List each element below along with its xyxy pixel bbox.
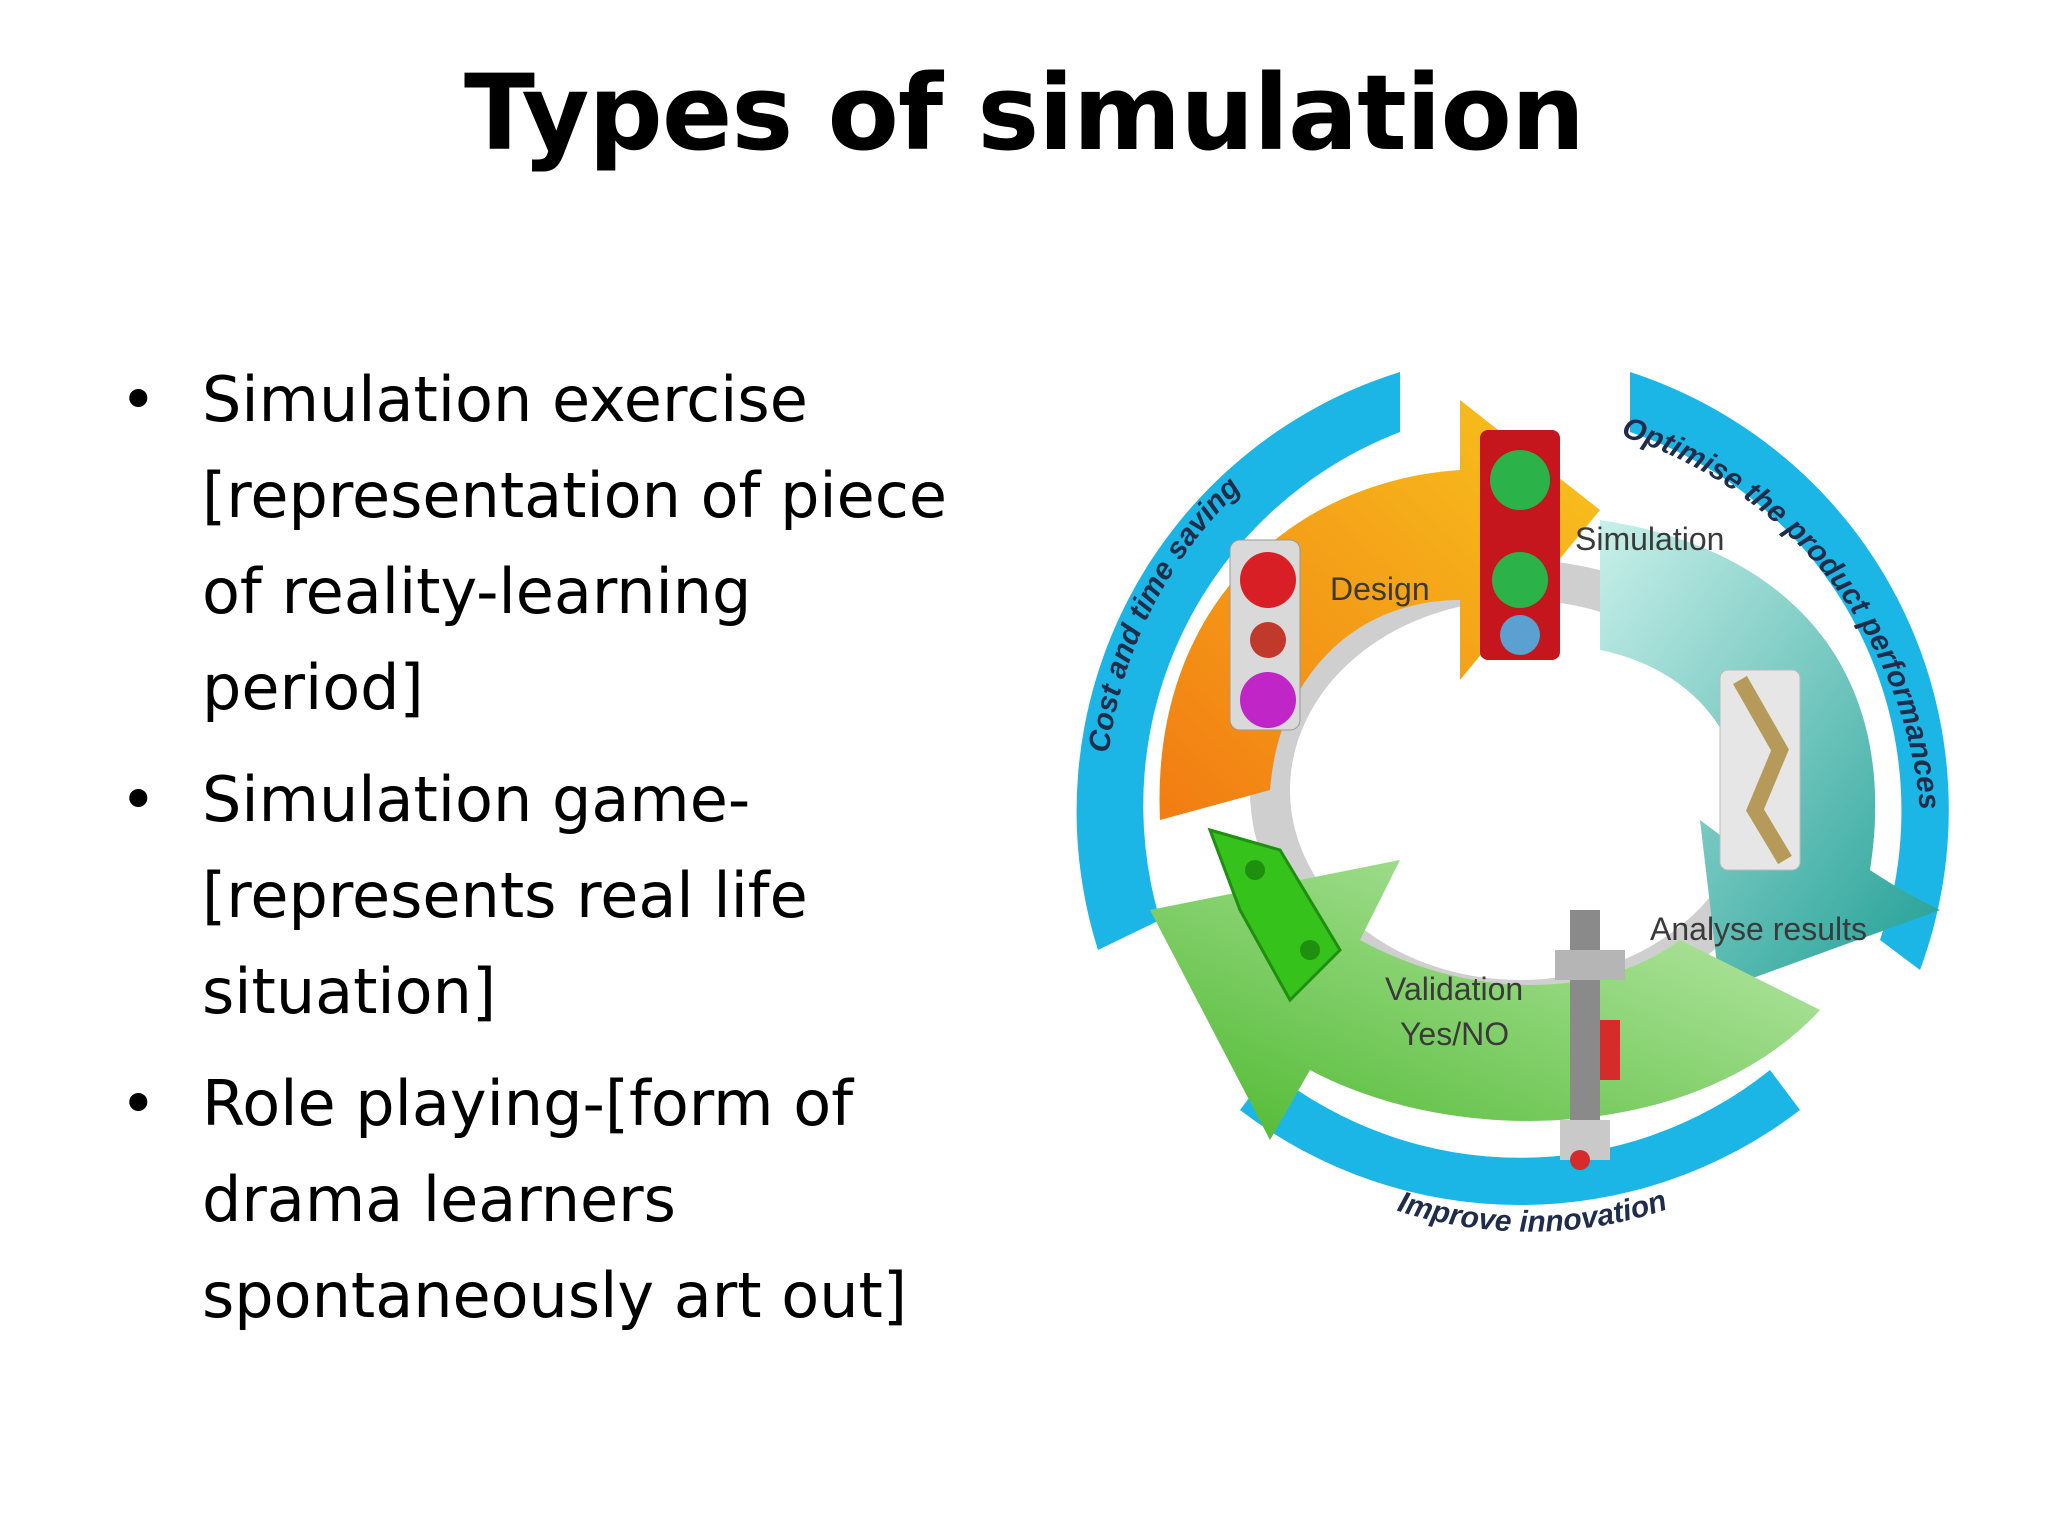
bullet-line: situation]: [202, 955, 497, 1028]
design-part-icon: [1229, 539, 1301, 731]
ring-segment-cost: [1076, 372, 1400, 950]
stage-label-simulation: Simulation: [1575, 521, 1724, 557]
stage-label-analyse: Analyse results: [1650, 911, 1867, 947]
bullet-line: [representation of piece: [202, 459, 948, 532]
bullet-list: • Simulation exercise [representation of…: [120, 352, 1020, 1360]
bullet-line: period]: [202, 651, 424, 724]
cycle-svg: Cost and time saving Optimise the produc…: [1076, 372, 1949, 1239]
simulation-cycle-diagram: Cost and time saving Optimise the produc…: [1040, 350, 2000, 1250]
bullet-item: • Role playing-[form of drama learners s…: [120, 1056, 1020, 1344]
bullet-dot: •: [120, 363, 157, 436]
stage-label-validation: Validation: [1385, 971, 1523, 1007]
bullet-dot: •: [120, 1067, 157, 1140]
stage-label-validation-result: Yes/NO: [1400, 1016, 1509, 1052]
stage-label-design: Design: [1330, 571, 1430, 607]
bullet-dot: •: [120, 763, 157, 836]
bullet-line: drama learners: [202, 1163, 676, 1236]
slide-title: Types of simulation: [463, 52, 1585, 174]
bullet-line: Simulation exercise: [202, 363, 808, 436]
ring-segment-innovation: [1240, 1070, 1800, 1206]
bullet-line: spontaneously art out]: [202, 1259, 908, 1332]
validation-assembly-icon: [1555, 910, 1625, 1170]
validation-part-icon: [1207, 827, 1342, 1003]
bullet-line: Simulation game-: [202, 763, 751, 836]
bullet-item: • Simulation exercise [representation of…: [120, 352, 1020, 736]
bullet-line: [represents real life: [202, 859, 808, 932]
bullet-line: of reality-learning: [202, 555, 752, 628]
bullet-line: Role playing-[form of: [202, 1067, 854, 1140]
simulation-part-icon: [1480, 430, 1560, 660]
bullet-item: • Simulation game- [represents real life…: [120, 752, 1020, 1040]
analyse-part-icon: [1719, 669, 1801, 871]
